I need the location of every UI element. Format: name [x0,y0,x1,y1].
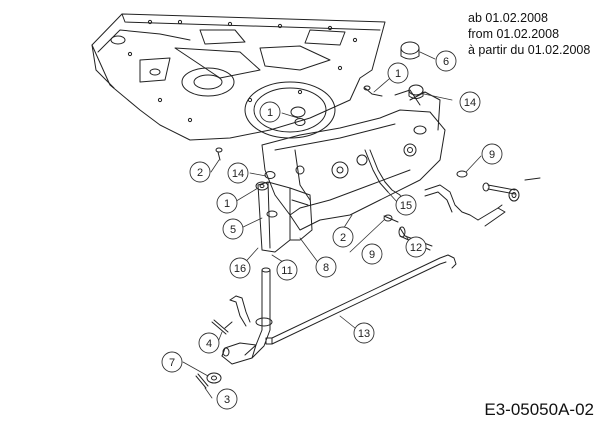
callout-label: 14 [464,97,476,109]
callout-1: 1 [216,192,238,214]
shaft-eleven [221,267,273,365]
callout-circle [361,243,383,265]
callout-circle [481,143,503,165]
callout-circle [435,50,457,72]
callout-12: 12 [405,236,427,258]
callout-1: 1 [387,62,409,84]
swing-arm [424,170,541,227]
date-note-german: ab 01.02.2008 [468,11,548,25]
callout-label: 11 [281,265,292,277]
callout-label: 5 [230,224,236,236]
callout-16: 16 [229,257,251,279]
callout-circle [189,161,211,183]
callout-label: 2 [340,232,346,244]
callout-circle [259,101,281,123]
document-id: E3-05050A-02 [484,400,594,419]
callout-circle [353,322,375,344]
callout-15: 15 [395,194,417,216]
callout-label: 3 [224,394,230,406]
callout-label: 16 [234,263,246,275]
callout-circle [161,351,183,373]
callout-4: 4 [198,332,220,354]
callout-circle [216,388,238,410]
callout-9: 9 [361,243,383,265]
callout-2: 2 [332,226,354,248]
callout-7: 7 [161,351,183,373]
callout-label: 6 [443,56,449,68]
callout-label: 2 [197,167,203,179]
callout-8: 8 [315,256,337,278]
left-washers [255,118,306,191]
side-bracket [261,89,446,231]
callout-circle [395,194,417,216]
callout-label: 1 [267,107,273,119]
callout-3: 3 [216,388,238,410]
callout-14: 14 [227,162,249,184]
callout-6: 6 [435,50,457,72]
date-note-french: à partir du 01.02.2008 [468,43,591,57]
callout-circle [198,332,220,354]
callout-circle [222,218,244,240]
lever-rod [364,149,403,206]
callout-label: 13 [358,328,370,340]
callout-label: 12 [410,242,422,254]
callout-label: 7 [169,357,175,369]
callout-9: 9 [481,143,503,165]
callout-circle [229,257,251,279]
callout-circle [387,62,409,84]
callout-circle [276,259,298,281]
frame-plate [91,13,386,141]
callout-11: 11 [276,259,298,281]
callout-circle [405,236,427,258]
callout-circle [227,162,249,184]
callout-1: 1 [259,101,281,123]
pedal-bracket [257,181,313,253]
callout-circle [332,226,354,248]
callout-13: 13 [353,322,375,344]
bushing-parts [363,41,424,99]
callout-5: 5 [222,218,244,240]
callout-label: 9 [369,249,375,261]
callout-label: 1 [224,198,230,210]
callout-label: 15 [400,200,412,212]
small-parts [195,147,233,389]
date-note-english: from 01.02.2008 [468,27,560,41]
callout-circle [459,91,481,113]
callout-label: 4 [206,338,212,350]
callout-2: 2 [189,161,211,183]
callout-label: 8 [323,262,329,274]
callout-circle [216,192,238,214]
callout-circle [315,256,337,278]
callout-label: 14 [232,168,244,180]
callout-label: 1 [395,68,401,80]
callout-14: 14 [459,91,481,113]
callout-label: 9 [489,149,495,161]
